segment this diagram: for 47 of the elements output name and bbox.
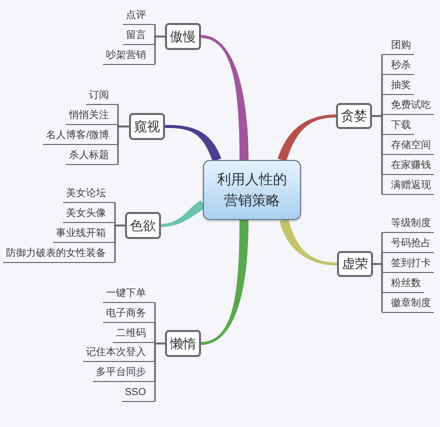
branch-topic-box: 色欲 bbox=[125, 212, 161, 239]
leaf-topic: 吵架营销 bbox=[103, 50, 155, 65]
leaf-topic: 秒杀 bbox=[382, 60, 414, 75]
connector-line bbox=[117, 126, 129, 164]
leaf-topic: 满赠返现 bbox=[382, 180, 434, 195]
leaf-topic: 团购 bbox=[382, 40, 414, 55]
branch-topic-box: 傲慢 bbox=[165, 23, 201, 50]
leaf-topic: 名人博客/微博 bbox=[43, 130, 118, 145]
leaf-topic: 徽章制度 bbox=[382, 298, 434, 313]
leaf-topic: 号码抢占 bbox=[382, 238, 434, 253]
connector-line bbox=[154, 36, 165, 64]
leaf-topic: 悄悄关注 bbox=[66, 110, 118, 125]
branch-topic-box: 贪婪 bbox=[336, 103, 372, 129]
branch-curve bbox=[280, 218, 337, 266]
leaf-topic: 粉丝数 bbox=[382, 278, 424, 293]
branch-curve bbox=[160, 200, 206, 227]
leaf-topic: 签到打卡 bbox=[382, 258, 434, 273]
branch-curve bbox=[278, 114, 336, 162]
leaf-topic: 杀人标题 bbox=[66, 150, 118, 165]
leaf-topic: 免费试吃 bbox=[382, 100, 434, 115]
leaf-topic: 美女头像 bbox=[63, 208, 115, 223]
leaf-topic: 抽奖 bbox=[382, 80, 414, 95]
branch-curve bbox=[164, 125, 222, 162]
leaf-topic: 美女论坛 bbox=[63, 188, 115, 203]
leaf-topic: 电子商务 bbox=[103, 308, 155, 323]
branch-topic-box: 虚荣 bbox=[337, 251, 373, 277]
branch-curve bbox=[200, 35, 248, 160]
leaf-topic: 防御力破表的女性装备 bbox=[3, 248, 115, 263]
connector-line bbox=[373, 263, 383, 312]
connector-line bbox=[114, 224, 125, 262]
leaf-topic: SSO bbox=[122, 387, 155, 402]
leaf-topic: 事业线开箱 bbox=[53, 228, 115, 243]
leaf-topic: 下载 bbox=[382, 120, 414, 135]
leaf-topic: 一键下单 bbox=[103, 288, 155, 303]
leaf-topic: 在家赚钱 bbox=[382, 160, 434, 175]
leaf-topic: 记住本次登入 bbox=[83, 347, 155, 362]
branch-curve bbox=[200, 220, 248, 345]
leaf-topic: 留言 bbox=[123, 30, 155, 45]
branch-topic-box: 懒惰 bbox=[165, 330, 201, 357]
leaf-topic: 多平台同步 bbox=[93, 367, 155, 382]
leaf-topic: 点评 bbox=[123, 10, 155, 25]
leaf-topic: 存储空间 bbox=[382, 140, 434, 155]
leaf-topic: 等级制度 bbox=[382, 218, 434, 233]
leaf-topic: 订阅 bbox=[86, 90, 118, 105]
branch-topic-box: 窥视 bbox=[129, 113, 165, 140]
leaf-topic: 二维码 bbox=[113, 328, 155, 343]
central-topic-box: 利用人性的营销策略 bbox=[203, 160, 301, 220]
